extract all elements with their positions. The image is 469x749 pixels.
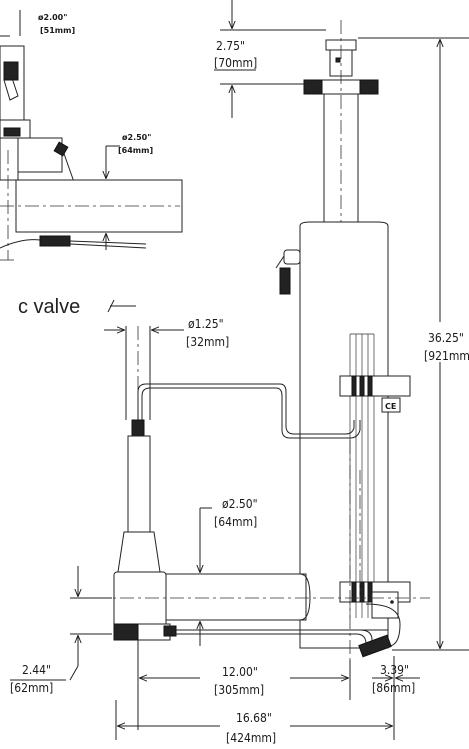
- right-offset-in: 3.39": [380, 663, 409, 677]
- upper-clamp-band-3: [367, 375, 373, 397]
- side-fitting: [279, 267, 291, 295]
- overall-width-in: 16.68": [236, 711, 272, 725]
- overall-height-in: 36.25": [428, 331, 464, 345]
- supply-tube-inner: [141, 387, 361, 439]
- bottom-connector: [358, 634, 392, 658]
- right-offset-mm: [86mm]: [372, 681, 415, 695]
- lower-clamp-band-3: [367, 581, 373, 603]
- inset-solenoid-body: [17, 137, 63, 173]
- base-height-mm: [62mm]: [10, 681, 53, 695]
- top-offset-in: 2.75": [216, 39, 245, 53]
- inset-small-dia-in: ø2.00": [38, 13, 67, 22]
- junction-cable: [365, 603, 401, 647]
- stem-dia-mm: [32mm]: [186, 335, 229, 349]
- bottom-cable-lower: [176, 633, 367, 645]
- bottom-cable-upper: [176, 629, 373, 648]
- main-cylinder: [299, 221, 389, 649]
- inset-large-dia-mm: [64mm]: [118, 146, 153, 155]
- inset-large-dia-in: ø2.50": [122, 133, 151, 142]
- actuator-cone: [117, 531, 161, 573]
- dim-top-offset: 2.75" [70mm]: [214, 0, 326, 118]
- inset-small-dia-mm: [51mm]: [40, 26, 75, 35]
- junction-screw: [390, 600, 394, 604]
- top-stem-assembly: [303, 20, 379, 430]
- overall-height-mm: [921mm: [424, 349, 469, 363]
- lower-clamp-band-1: [351, 581, 357, 603]
- side-elbow: [283, 249, 301, 265]
- upper-clamp: [339, 375, 411, 397]
- upper-clamp-band-2: [359, 375, 365, 397]
- inset-lower-arc: [0, 239, 41, 249]
- center-distance-mm: [305mm]: [214, 683, 264, 697]
- callout-leader-tick: [107, 299, 115, 313]
- actuator-body: [113, 571, 167, 627]
- dim-overall-height: 36.25" [921mm: [358, 37, 469, 651]
- lower-clamp-band-2: [359, 581, 365, 603]
- ce-mark: CE: [385, 402, 396, 411]
- handle-grip-left: [303, 79, 323, 95]
- pipe-end-curve: [299, 573, 311, 621]
- dim-pipe-dia: ø2.50" [64mm]: [200, 497, 258, 646]
- inset-cable-lower: [69, 243, 147, 249]
- main-column: CE: [275, 221, 411, 670]
- pipe-dia-in: ø2.50": [222, 497, 258, 511]
- top-stem-pin: [335, 57, 341, 63]
- inset-connector: [53, 141, 69, 157]
- inset-valve-detail: ø2.00" [51mm] ø2.50" [64mm]: [0, 10, 183, 261]
- inset-linkage: [3, 77, 19, 101]
- callout-label: c valve: [18, 296, 80, 318]
- top-offset-mm: [70mm]: [214, 56, 257, 70]
- ce-label-plate: [381, 397, 401, 413]
- dim-overall-width: 16.68" [424mm]: [115, 700, 395, 745]
- overall-width-mm: [424mm]: [226, 731, 276, 745]
- inset-cable-gland: [39, 235, 71, 247]
- actuator-top-fitting: [131, 419, 145, 437]
- horizontal-pipe: [165, 573, 307, 621]
- upper-clamp-band-1: [351, 375, 357, 397]
- base-height-in: 2.44": [22, 663, 51, 677]
- supply-tube-outer: [137, 383, 355, 435]
- side-elbow-link: [275, 255, 285, 269]
- handle-grip-right: [359, 79, 379, 95]
- dim-base-height: 2.44" [62mm]: [10, 566, 112, 695]
- inset-cable-upper: [69, 240, 147, 245]
- center-distance-in: 12.00": [222, 665, 258, 679]
- inset-fitting: [3, 127, 21, 137]
- actuator-foot-dark: [113, 623, 139, 641]
- actuator-side-fitting: [163, 625, 177, 637]
- left-actuator: [113, 326, 177, 720]
- base-leader: [69, 665, 79, 681]
- pipe-dia-mm: [64mm]: [214, 515, 257, 529]
- inset-valve-block: [0, 45, 25, 121]
- actuator-tube: [127, 435, 151, 533]
- dim-horizontal-spans: 12.00" [305mm] 3.39" [86mm]: [137, 640, 420, 730]
- inset-actuator: [3, 61, 19, 81]
- inset-side-plate: [0, 137, 19, 181]
- stem-dia-in: ø1.25": [188, 317, 224, 331]
- dim-stem-dia: ø1.25" [32mm]: [104, 317, 229, 420]
